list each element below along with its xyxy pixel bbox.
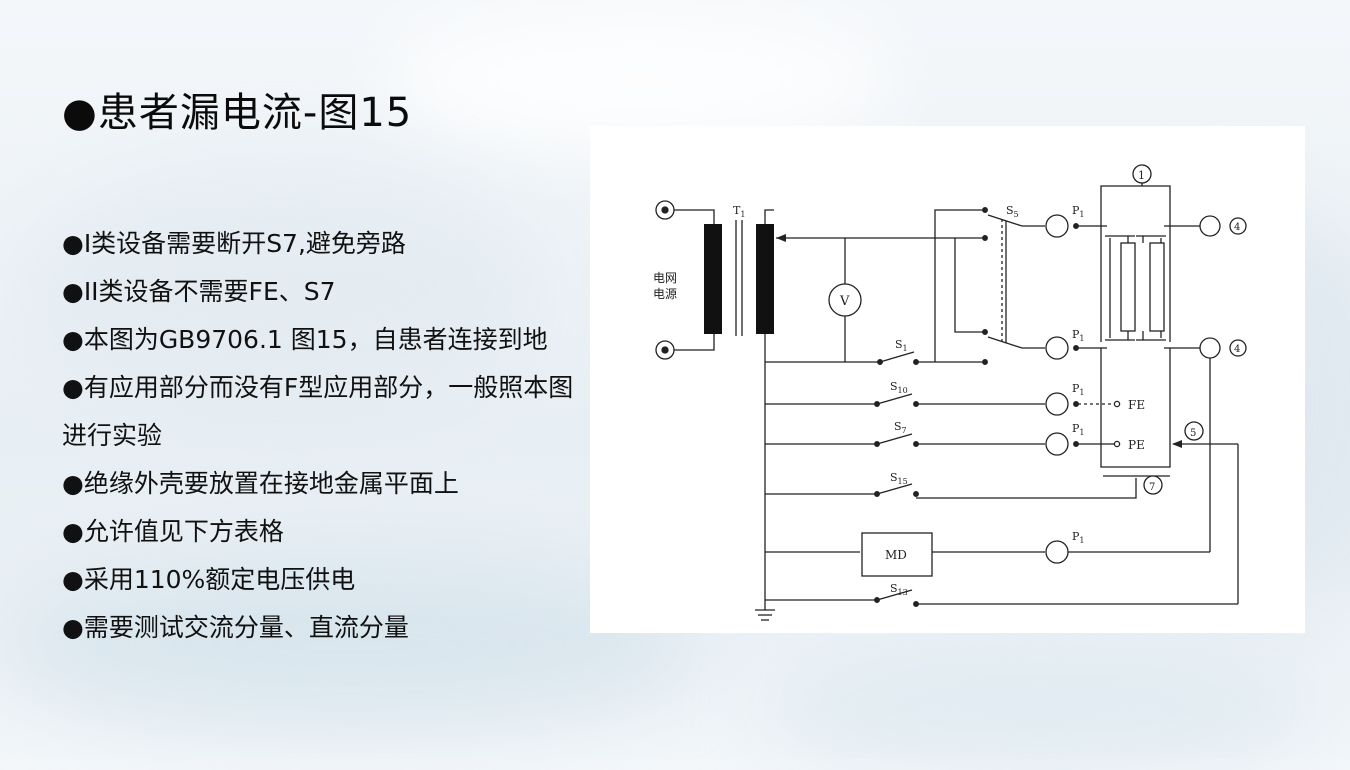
p1-connector xyxy=(1045,214,1069,238)
bullet-item: ●有应用部分而没有F型应用部分，一般照本图进行实验 xyxy=(62,373,574,450)
p1-label: P1 xyxy=(1072,530,1085,545)
s15-label: S15 xyxy=(890,471,908,486)
p1-label: P1 xyxy=(1072,422,1085,437)
switch-s5 xyxy=(934,207,1045,365)
p1-label: P1 xyxy=(1072,204,1085,219)
fe-label: FE xyxy=(1128,398,1145,412)
transformer-t1 xyxy=(704,220,774,336)
bullet-item: ●本图为GB9706.1 图15，自患者连接到地 xyxy=(62,325,548,354)
mains-terminals xyxy=(655,200,715,360)
bullet-item: ●II类设备不需要FE、S7 xyxy=(62,277,336,306)
mains-label: 电源 xyxy=(653,287,677,301)
bullet-item: ●允许值见下方表格 xyxy=(62,517,284,546)
marker-4: 4 xyxy=(1234,344,1240,355)
bullet-item: ●采用110%额定电压供电 xyxy=(62,565,356,594)
measuring-device-md xyxy=(861,532,933,577)
p1-label: P1 xyxy=(1072,382,1085,397)
bullet-list: ●I类设备需要断开S7,避免旁路 ●II类设备不需要FE、S7 ●本图为GB97… xyxy=(62,220,587,652)
slide-title: ●患者漏电流-图15 xyxy=(62,90,413,136)
s1-label: S1 xyxy=(895,338,908,353)
background-glow xyxy=(20,160,540,420)
marker-4: 4 xyxy=(1234,222,1240,233)
circuit-diagram-panel: 电网 电源 T1 V S1 xyxy=(590,126,1305,633)
background-glow xyxy=(0,560,700,730)
t1-label: T1 xyxy=(733,204,745,219)
md-label: MD xyxy=(885,548,907,562)
switch-s1 xyxy=(877,351,919,365)
p1-label: P1 xyxy=(1072,328,1085,343)
circuit-diagram: 电网 电源 T1 V S1 xyxy=(653,164,1247,621)
ground-icon xyxy=(755,609,775,621)
mains-label: 电网 xyxy=(653,271,677,285)
s10-label: S10 xyxy=(890,380,908,395)
voltmeter-label: V xyxy=(839,294,850,309)
background-glow xyxy=(760,650,1320,770)
s7-label: S7 xyxy=(894,420,907,435)
marker-7: 7 xyxy=(1149,482,1155,493)
marker-1: 1 xyxy=(1138,169,1145,182)
p1-connector xyxy=(1045,336,1069,360)
s5-label: S5 xyxy=(1006,204,1019,219)
bullet-item: ●绝缘外壳要放置在接地金属平面上 xyxy=(62,469,459,498)
marker-5: 5 xyxy=(1190,428,1196,439)
pe-label: PE xyxy=(1128,438,1145,452)
bullet-item: ●需要测试交流分量、直流分量 xyxy=(62,613,409,642)
bullet-item: ●I类设备需要断开S7,避免旁路 xyxy=(62,229,406,258)
equipment-under-test xyxy=(1095,185,1176,468)
s13-label: S13 xyxy=(890,582,908,597)
